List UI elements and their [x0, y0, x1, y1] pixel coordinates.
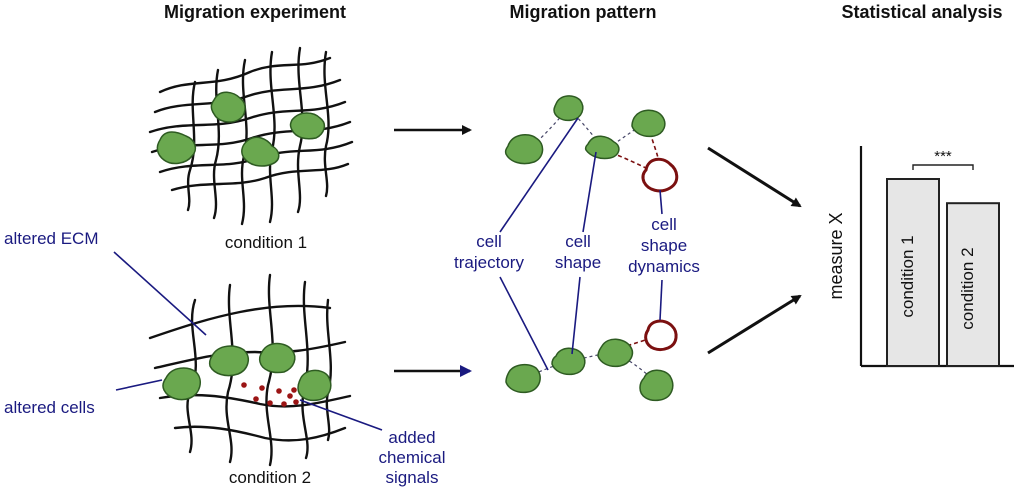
cell-c2-d — [297, 369, 332, 402]
cell-c2-b — [208, 345, 249, 377]
chemical-signals — [241, 382, 299, 407]
shape-dynamics-blob-bottom — [644, 319, 678, 352]
pointer-shape-top — [582, 151, 597, 233]
pointer-altered-ecm — [113, 251, 207, 336]
arrow-bottom-to-analysis — [707, 294, 802, 355]
title-migration-pattern: Migration pattern — [510, 2, 657, 22]
cell-top-d — [631, 109, 666, 138]
significance-line — [912, 164, 974, 170]
label-altered-ecm: altered ECM — [4, 229, 98, 248]
label-shape-line1: cell — [565, 232, 591, 251]
pointer-shape-dynamics-top — [659, 189, 663, 215]
significance-stars: *** — [934, 148, 952, 165]
caption-condition-1: condition 1 — [225, 233, 307, 252]
cell-bottom-a — [505, 363, 541, 394]
cell-c1-c — [241, 136, 280, 167]
arrow-top-to-analysis — [707, 146, 802, 208]
label-added: added — [388, 428, 435, 447]
cell-c1-a — [156, 131, 197, 165]
shape-dynamics-blob-top — [641, 157, 679, 193]
cell-bottom-d — [639, 369, 674, 402]
label-trajectory-line2: trajectory — [454, 253, 524, 272]
y-axis-label: measure X — [826, 212, 846, 299]
bar-label-1: condition 1 — [898, 235, 917, 317]
cell-top-b — [553, 95, 584, 122]
label-shape-line2: shape — [555, 253, 601, 272]
title-statistical-analysis: Statistical analysis — [841, 2, 1002, 22]
label-signals: signals — [386, 468, 439, 487]
significance-bracket: *** — [912, 148, 974, 170]
label-altered-cells: altered cells — [4, 398, 95, 417]
bar-chart: measure X condition 1 condition 2 *** — [826, 146, 1014, 368]
cell-top-c — [584, 135, 620, 160]
title-migration-experiment: Migration experiment — [164, 2, 346, 22]
bar-2 — [946, 202, 1000, 367]
cell-c2-c — [258, 342, 296, 374]
cell-c2-a — [162, 367, 201, 401]
label-trajectory-line1: cell — [476, 232, 502, 251]
pointer-trajectory-bottom — [499, 276, 549, 371]
cell-bottom-c — [597, 338, 634, 368]
pointer-altered-cells — [115, 379, 163, 391]
pointer-shape-bottom — [571, 276, 581, 355]
pointer-added-signals — [299, 399, 383, 431]
caption-condition-2: condition 2 — [229, 468, 311, 487]
label-chemical: chemical — [378, 448, 445, 467]
bar-label-2: condition 2 — [958, 247, 977, 329]
cell-bottom-b — [551, 347, 586, 376]
label-shape-dynamics-line2: shape — [641, 236, 687, 255]
pointer-shape-dynamics-bottom — [659, 279, 663, 321]
cell-top-a — [504, 133, 544, 165]
cell-c1-d — [289, 112, 326, 140]
pointer-trajectory-top — [499, 117, 579, 233]
label-shape-dynamics-line3: dynamics — [628, 257, 700, 276]
cell-c1-b — [210, 91, 246, 123]
bar-1 — [886, 178, 940, 367]
label-shape-dynamics-line1: cell — [651, 215, 677, 234]
